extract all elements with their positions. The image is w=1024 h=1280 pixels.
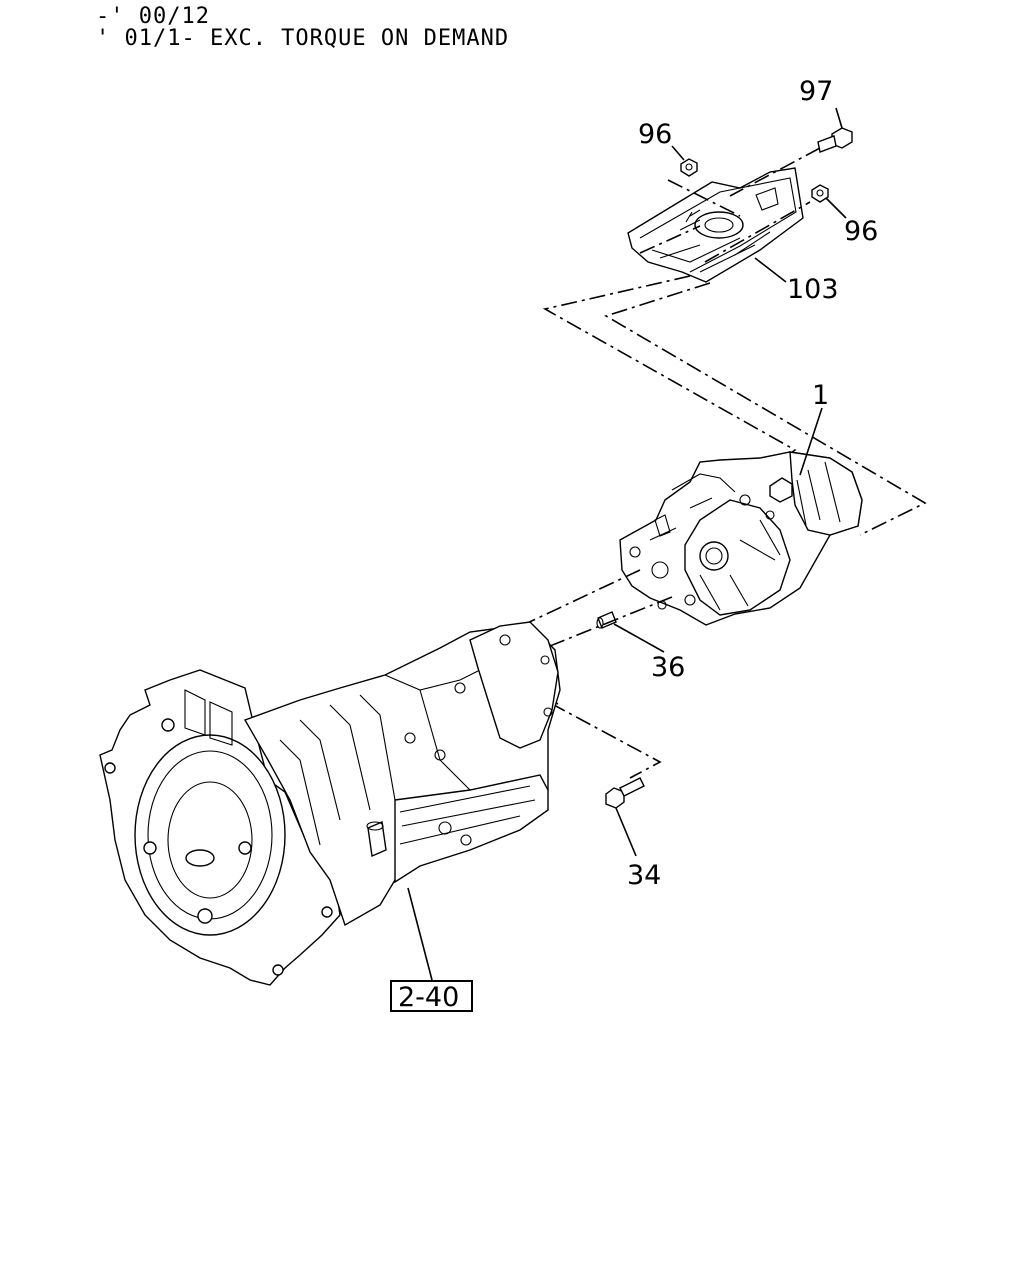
reference-box xyxy=(390,980,473,1012)
callout-34: 34 xyxy=(627,860,661,891)
callout-96-left: 96 xyxy=(638,119,672,150)
bolt-34-part xyxy=(605,777,645,809)
transfer-case-part xyxy=(619,451,863,626)
applicability-line-1: -' 00/12 xyxy=(96,4,210,29)
applicability-line-2: ' 01/1- EXC. TORQUE ON DEMAND xyxy=(96,26,510,51)
callout-97: 97 xyxy=(799,76,833,107)
callout-1: 1 xyxy=(812,380,829,411)
dowel-pin-36-part xyxy=(596,611,617,629)
nut-96-left-part xyxy=(680,158,698,177)
callout-ref-2-40: 2-40 xyxy=(398,982,459,1013)
callout-96-right: 96 xyxy=(844,216,878,247)
nut-96-right-part xyxy=(811,184,829,203)
automatic-transmission-part xyxy=(99,621,561,986)
callout-103: 103 xyxy=(787,274,839,305)
bracket-103-part xyxy=(627,167,804,283)
bolt-97-part xyxy=(817,127,853,153)
callout-36: 36 xyxy=(651,652,685,683)
